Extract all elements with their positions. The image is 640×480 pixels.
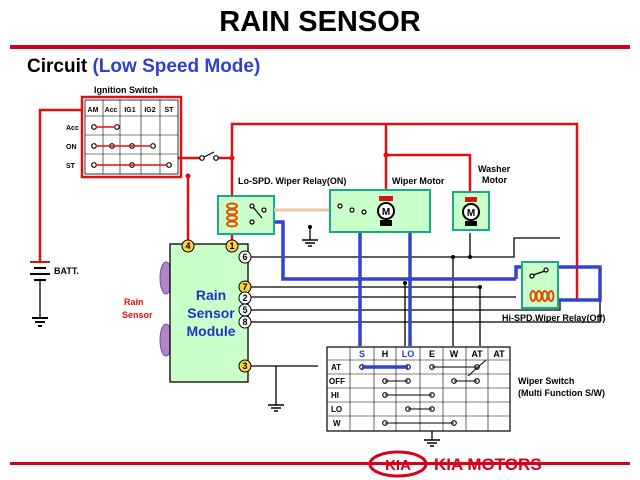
- ignition-switch-label: Ignition Switch: [94, 85, 158, 95]
- ground-icon-relay: [302, 239, 318, 247]
- rain-sensor-module: [169, 243, 249, 383]
- pin-6: 6: [242, 252, 247, 262]
- brand-text: KIA MOTORS: [434, 455, 542, 474]
- ign-row-on: ON: [66, 144, 77, 151]
- ignition-switch: AM Acc IG1 IG2 ST Acc ON ST: [66, 95, 183, 179]
- battery-label: BATT.: [54, 266, 79, 276]
- ws-col-at2: AT: [493, 349, 505, 359]
- ign-col-ig2: IG2: [144, 107, 155, 114]
- ign-col-st: ST: [165, 107, 175, 114]
- ign-row-acc: Acc: [66, 125, 79, 132]
- ign-col-ig1: IG1: [124, 107, 135, 114]
- fuse-icon: [199, 151, 219, 161]
- rain-sensor-label-1: Rain: [124, 297, 144, 307]
- lo-relay-label: Lo-SPD. Wiper Relay(ON): [238, 176, 347, 186]
- pin-3: 3: [242, 361, 247, 371]
- wiper-motor: M: [329, 189, 431, 233]
- subtitle-prefix: Circuit: [27, 56, 88, 77]
- pin-4: 4: [185, 241, 190, 251]
- ws-row-hi: HI: [331, 391, 339, 400]
- title-rule: [10, 45, 630, 49]
- signal-wires: [250, 209, 601, 440]
- subtitle-mode: (Low Speed Mode): [92, 56, 261, 77]
- wiper-switch-label-1: Wiper Switch: [518, 376, 575, 386]
- washer-motor-glyph: M: [467, 208, 475, 219]
- hi-relay-coil-icon: [529, 290, 555, 302]
- module-label-1: Rain: [195, 287, 227, 303]
- washer-label-1: Washer: [478, 164, 511, 174]
- black-junctions: [308, 225, 482, 289]
- ws-col-h: H: [382, 349, 389, 359]
- relay-coil-icon: [226, 202, 238, 228]
- ws-row-off: OFF: [329, 377, 345, 386]
- kia-logo-text: KIA: [385, 457, 411, 474]
- washer-label-2: Motor: [482, 175, 507, 185]
- washer-motor-icon: [462, 203, 480, 221]
- red-junctions: [185, 152, 389, 179]
- lo-speed-relay: [217, 195, 275, 235]
- page-title: RAIN SENSOR: [219, 6, 421, 38]
- circuit-subtitle: Circuit (Low Speed Mode): [27, 56, 260, 78]
- pin-5: 5: [242, 305, 247, 315]
- pin-1: 1: [229, 241, 234, 251]
- washer-feed-wire: [386, 153, 472, 195]
- washer-motor: M: [452, 191, 490, 231]
- ign-col-am: AM: [88, 107, 99, 114]
- ground-icon-switch: [424, 439, 440, 447]
- ws-col-lo: LO: [402, 349, 415, 359]
- ws-row-at: AT: [331, 363, 341, 372]
- ws-col-e: E: [429, 349, 435, 359]
- battery-wire: [38, 108, 82, 262]
- wiper-motor-label: Wiper Motor: [392, 176, 445, 186]
- ws-row-w: W: [333, 419, 341, 428]
- wiper-motor-icon: [377, 202, 395, 220]
- wiper-switch: S H LO E W AT AT AT OFF HI LO W: [326, 346, 511, 432]
- wiper-motor-glyph: M: [382, 207, 390, 218]
- rain-sensor-icon: [159, 261, 173, 357]
- module-label-3: Module: [186, 323, 236, 339]
- battery-icon: [30, 261, 50, 327]
- module-pins: 4 1 6 7 2 5 8 3: [181, 239, 252, 373]
- rain-sensor-label-2: Sensor: [122, 310, 153, 320]
- pin-7: 7: [242, 282, 247, 292]
- ws-col-w: W: [450, 349, 459, 359]
- footer-rule: [10, 462, 630, 465]
- ws-col-at1: AT: [471, 349, 483, 359]
- hi-relay-label: Hi-SPD.Wiper Relay(Off): [502, 313, 606, 323]
- wiper-switch-label-2: (Multi Function S/W): [518, 388, 605, 398]
- module-label-2: Sensor: [187, 305, 235, 321]
- ws-col-s: S: [359, 349, 365, 359]
- module-label: Rain Sensor Module: [176, 286, 246, 340]
- ign-col-acc: Acc: [105, 107, 118, 114]
- hi-speed-relay: [521, 261, 559, 309]
- ws-row-lo: LO: [331, 405, 342, 414]
- pin-8: 8: [242, 317, 247, 327]
- pin-2: 2: [242, 293, 247, 303]
- ground-icon-module: [268, 404, 284, 412]
- ign-row-st: ST: [66, 163, 76, 170]
